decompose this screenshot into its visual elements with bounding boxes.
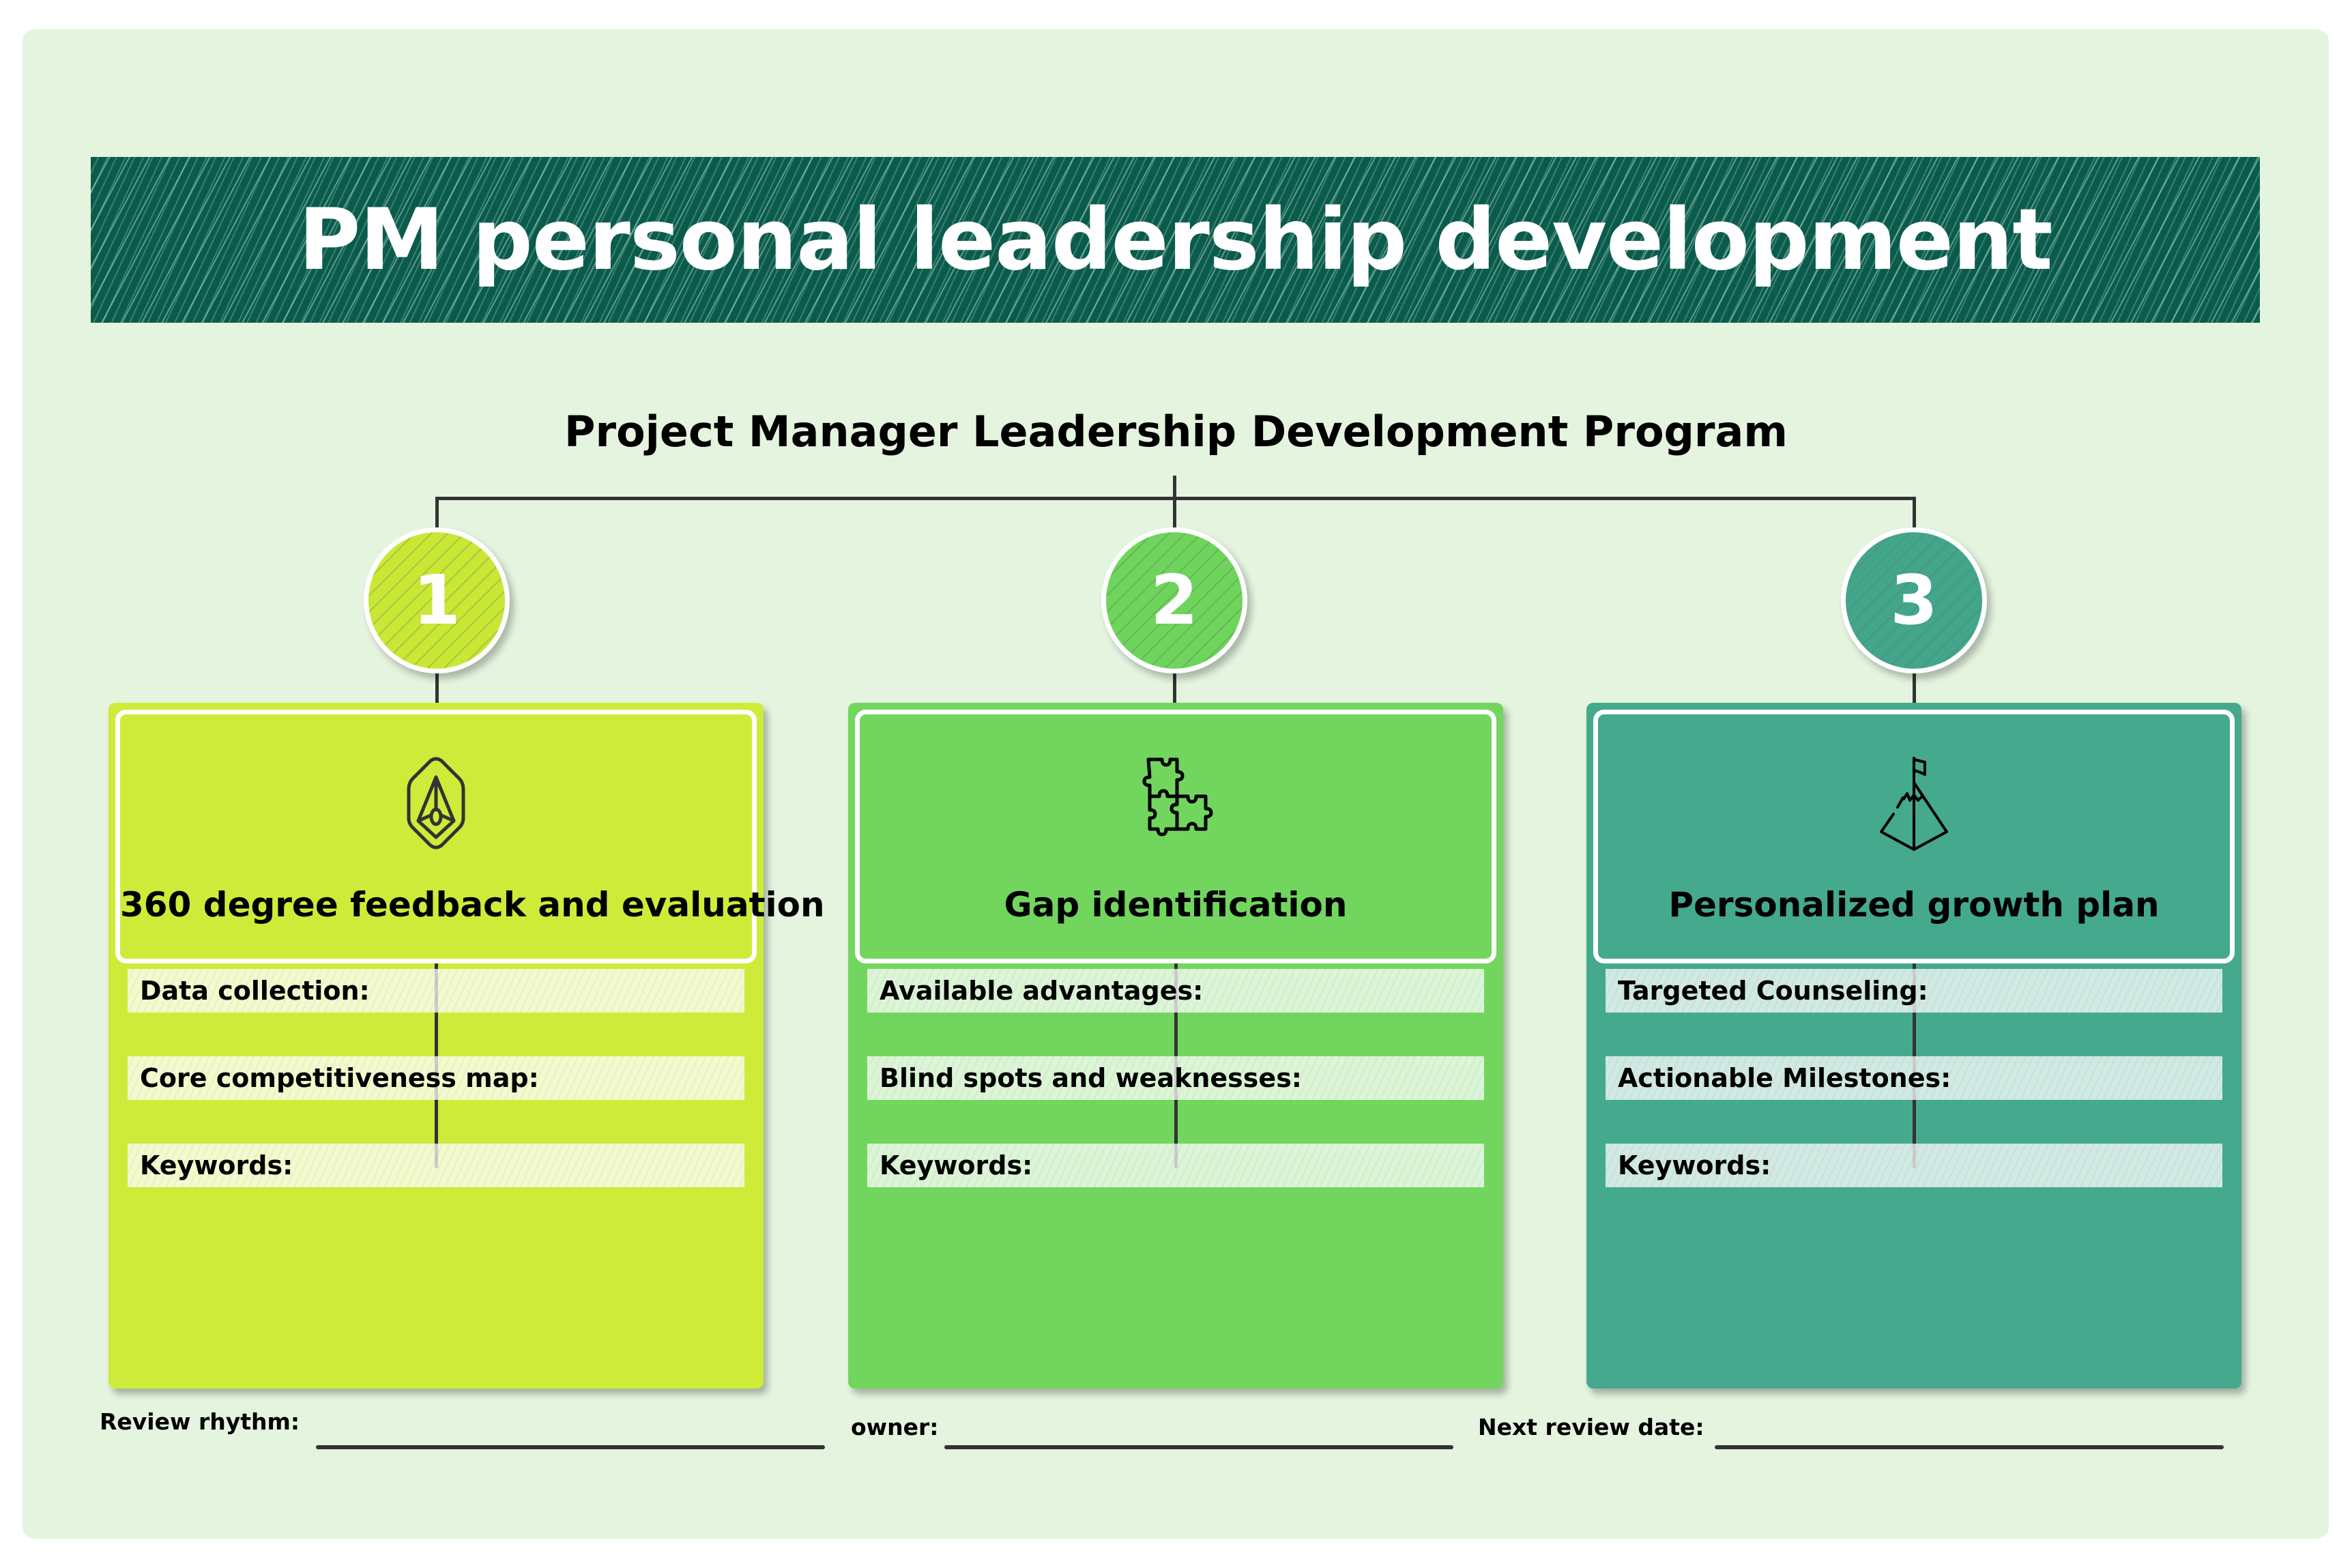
- step-number: 2: [1150, 560, 1198, 640]
- program-subtitle: Project Manager Leadership Development P…: [564, 407, 1788, 456]
- connector-branch-1: [435, 497, 439, 538]
- field-label: Blind spots and weaknesses:: [880, 1063, 1303, 1093]
- field-label: Keywords:: [1618, 1150, 1771, 1180]
- next-review-date-label: Next review date:: [1478, 1414, 1704, 1440]
- field-label: Keywords:: [880, 1150, 1033, 1180]
- review-rhythm-label: Review rhythm:: [100, 1408, 300, 1435]
- review-rhythm-field[interactable]: [316, 1445, 825, 1449]
- field-row-keywords[interactable]: Keywords:: [1606, 1144, 2222, 1187]
- step-number: 3: [1890, 560, 1938, 640]
- field-label: Core competitiveness map:: [140, 1063, 539, 1093]
- field-label: Keywords:: [140, 1150, 293, 1180]
- page-title: PM personal leadership development: [298, 190, 2053, 289]
- card-title: Gap identification: [1004, 885, 1348, 925]
- step-number: 1: [413, 560, 461, 640]
- field-row-blind-spots[interactable]: Blind spots and weaknesses:: [867, 1056, 1484, 1100]
- card-header: Personalized growth plan: [1593, 710, 2235, 963]
- step-badge-3: 3: [1841, 527, 1987, 673]
- owner-label: owner:: [851, 1414, 939, 1440]
- field-label: Data collection:: [140, 976, 370, 1006]
- connector-branch-3: [1913, 497, 1916, 538]
- field-row-data-collection[interactable]: Data collection:: [128, 969, 744, 1013]
- step-card-2: Gap identification Available advantages:…: [848, 703, 1503, 1389]
- card-title: Personalized growth plan: [1668, 885, 2160, 925]
- card-title: 360 degree feedback and evaluation: [120, 885, 825, 925]
- field-row-actionable-milestones[interactable]: Actionable Milestones:: [1606, 1056, 2222, 1100]
- card-header: 360 degree feedback and evaluation: [115, 710, 825, 963]
- connector-stem-3: [1913, 665, 1916, 706]
- connector-branch-2: [1173, 497, 1176, 538]
- field-row-core-competitiveness-map[interactable]: Core competitiveness map:: [128, 1056, 744, 1100]
- step-badge-2: 2: [1101, 527, 1247, 673]
- step-card-1: 360 degree feedback and evaluation Data …: [108, 703, 825, 1389]
- field-row-targeted-counseling[interactable]: Targeted Counseling:: [1606, 969, 2222, 1013]
- owner-field[interactable]: [944, 1445, 1453, 1449]
- field-label: Available advantages:: [880, 976, 1204, 1006]
- connector-stem-1: [435, 665, 439, 706]
- mountain-flag-icon: [1880, 757, 1948, 851]
- title-banner: PM personal leadership development: [91, 157, 2260, 323]
- card-header: Gap identification: [855, 710, 1496, 963]
- field-label: Actionable Milestones:: [1618, 1063, 1951, 1093]
- step-card-3: Personalized growth plan Targeted Counse…: [1586, 703, 2241, 1389]
- connector-stem-2: [1173, 665, 1176, 706]
- step-badge-1: 1: [364, 527, 510, 673]
- field-label: Targeted Counseling:: [1618, 976, 1928, 1006]
- connector-root: [1173, 476, 1176, 500]
- hexagon-gem-icon: [407, 757, 465, 850]
- next-review-date-field[interactable]: [1715, 1445, 2224, 1449]
- puzzle-pieces-icon: [1142, 757, 1213, 837]
- field-row-available-advantages[interactable]: Available advantages:: [867, 969, 1484, 1013]
- field-row-keywords[interactable]: Keywords:: [128, 1144, 744, 1187]
- field-row-keywords[interactable]: Keywords:: [867, 1144, 1484, 1187]
